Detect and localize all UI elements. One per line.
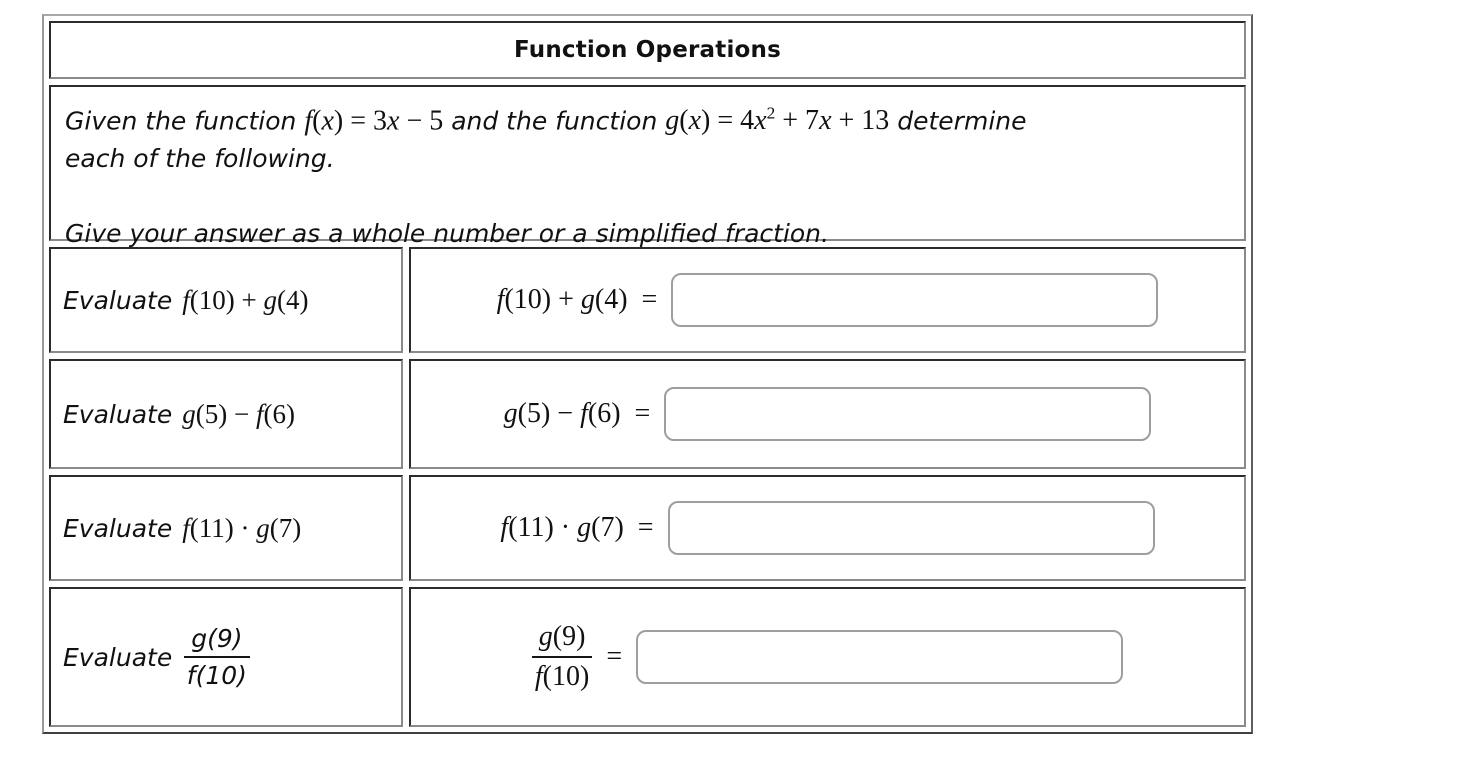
prompt-cell-3: Evaluate f(11) · g(7) xyxy=(49,475,403,581)
question-row-1: Evaluate f(10) + g(4) f(10) + g(4) = xyxy=(49,247,1246,353)
instruction-text-line2: each of the following. xyxy=(65,144,335,174)
fraction-denominator: f(10) xyxy=(534,661,590,692)
math-expression: g(5) − f(6) xyxy=(182,398,295,429)
prompt-label: Evaluate xyxy=(63,642,173,672)
prompt-label: Evaluate xyxy=(63,285,173,315)
function-operations-table: Function Operations Given the function f… xyxy=(42,14,1253,734)
equals-sign: = xyxy=(641,284,658,315)
equals-sign: = xyxy=(637,512,654,543)
instruction-text: Given the function xyxy=(65,106,297,136)
prompt-cell-2: Evaluate g(5) − f(6) xyxy=(49,359,403,469)
f-definition: f(x) = 3x − 5 xyxy=(304,105,444,137)
answer-cell-4: g(9) f(10) = xyxy=(409,587,1246,727)
equation-lhs: g(5) − f(6) xyxy=(503,398,621,429)
fraction: g(9) f(10) xyxy=(531,621,593,693)
fraction-denominator: f(10) xyxy=(186,661,247,690)
answer-input-1[interactable] xyxy=(671,273,1159,327)
math-expression: f(10) + g(4) xyxy=(182,284,309,315)
answer-cell-2: g(5) − f(6) = xyxy=(409,359,1246,469)
math-expression: f(11) · g(7) xyxy=(182,512,302,543)
question-row-3: Evaluate f(11) · g(7) f(11) · g(7) = xyxy=(49,475,1246,581)
page-title: Function Operations xyxy=(513,37,782,63)
instructions-cell: Given the function f(x) = 3x − 5 and the… xyxy=(49,85,1246,248)
equation-lhs: f(10) + g(4) xyxy=(496,284,628,315)
equals-sign: = xyxy=(634,398,651,429)
table-header: Function Operations xyxy=(49,21,1246,79)
answer-format-note: Give your answer as a whole number or a … xyxy=(65,219,829,249)
fraction-numerator: g(9) xyxy=(531,621,593,658)
answer-input-2[interactable] xyxy=(664,387,1152,441)
answer-cell-3: f(11) · g(7) = xyxy=(409,475,1246,581)
g-definition: g(x) = 4x2 + 7x + 13 xyxy=(665,104,890,137)
question-row-4: Evaluate g(9) f(10) g(9) f(10) = xyxy=(49,587,1246,727)
fraction: g(9) f(10) xyxy=(184,624,250,690)
question-row-2: Evaluate g(5) − f(6) g(5) − f(6) = xyxy=(49,359,1246,469)
instructions-paragraph: Given the function f(x) = 3x − 5 and the… xyxy=(65,95,1230,140)
equation-lhs: f(11) · g(7) xyxy=(500,512,624,543)
answer-cell-1: f(10) + g(4) = xyxy=(409,247,1246,353)
instruction-text: and the function xyxy=(451,106,658,136)
prompt-cell-1: Evaluate f(10) + g(4) xyxy=(49,247,403,353)
prompt-cell-4: Evaluate g(9) f(10) xyxy=(49,587,403,727)
answer-input-3[interactable] xyxy=(667,501,1155,555)
equals-sign: = xyxy=(606,641,623,672)
prompt-label: Evaluate xyxy=(63,399,173,429)
prompt-label: Evaluate xyxy=(63,513,173,543)
instruction-text: determine xyxy=(897,106,1027,136)
fraction-numerator: g(9) xyxy=(184,624,250,658)
answer-input-4[interactable] xyxy=(636,630,1124,684)
